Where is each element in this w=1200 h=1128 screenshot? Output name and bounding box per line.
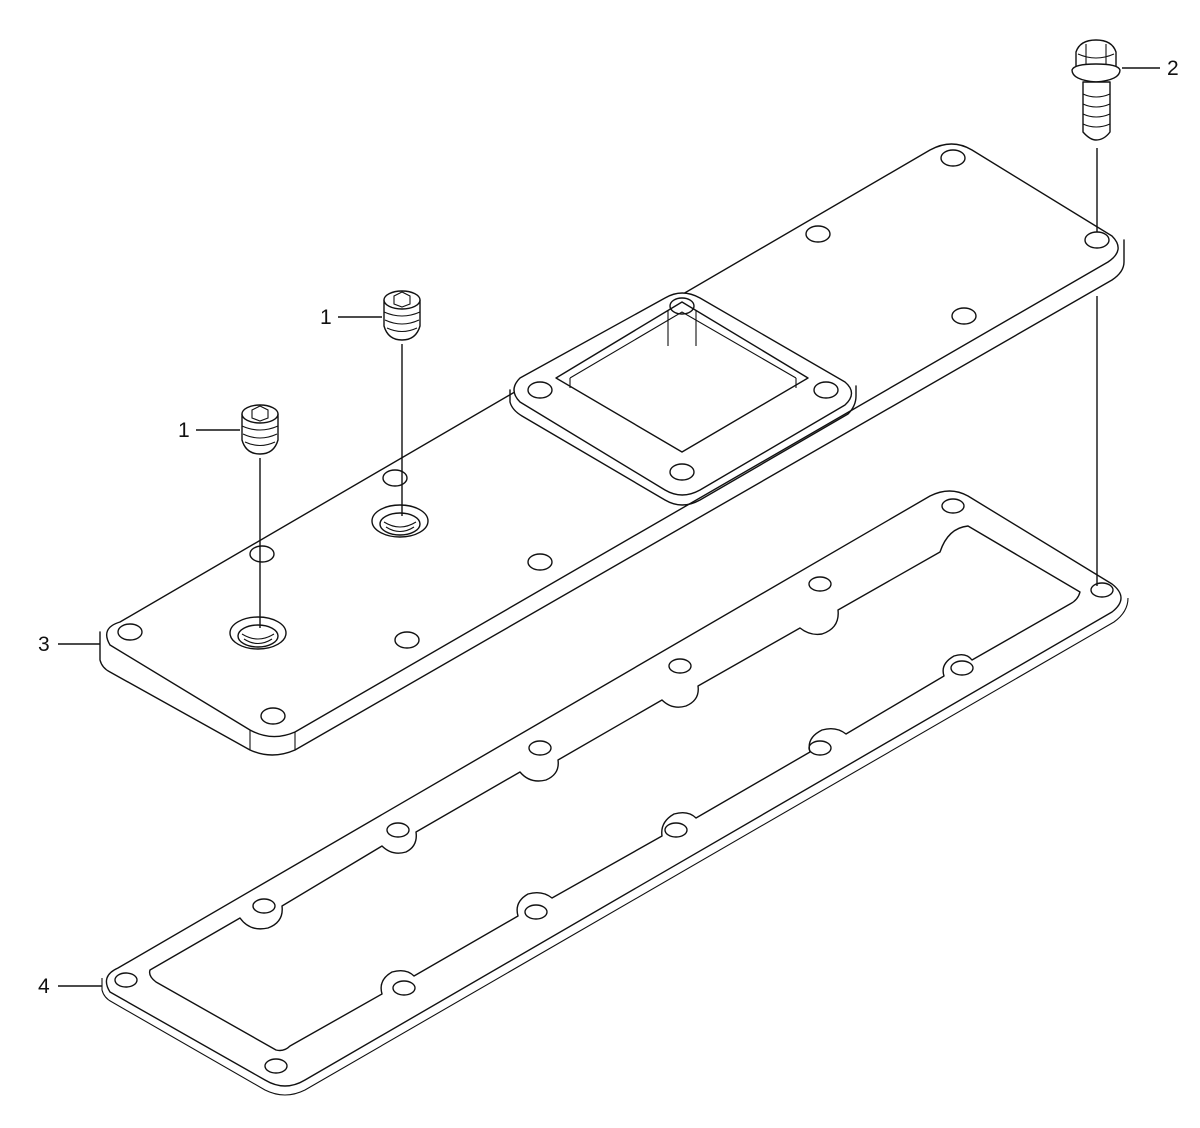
callout-1-lower-plug: 1 bbox=[178, 419, 190, 442]
plug-bore-rear bbox=[371, 504, 429, 538]
hex-socket-plug-lower bbox=[241, 404, 279, 455]
leader-lines bbox=[58, 67, 1160, 987]
plug-bore-front bbox=[229, 616, 287, 650]
callout-1-upper-plug: 1 bbox=[320, 306, 332, 329]
callout-3-cover-plate: 3 bbox=[38, 633, 50, 656]
callout-2-bolt: 2 bbox=[1167, 57, 1179, 80]
gasket bbox=[101, 490, 1129, 1096]
assembly-centerlines bbox=[259, 148, 1098, 628]
flange-bolt bbox=[1071, 39, 1121, 141]
hex-socket-plug-upper bbox=[383, 290, 421, 341]
callout-4-gasket: 4 bbox=[38, 975, 50, 998]
square-flange bbox=[509, 292, 857, 506]
cover-plate bbox=[99, 143, 1125, 756]
